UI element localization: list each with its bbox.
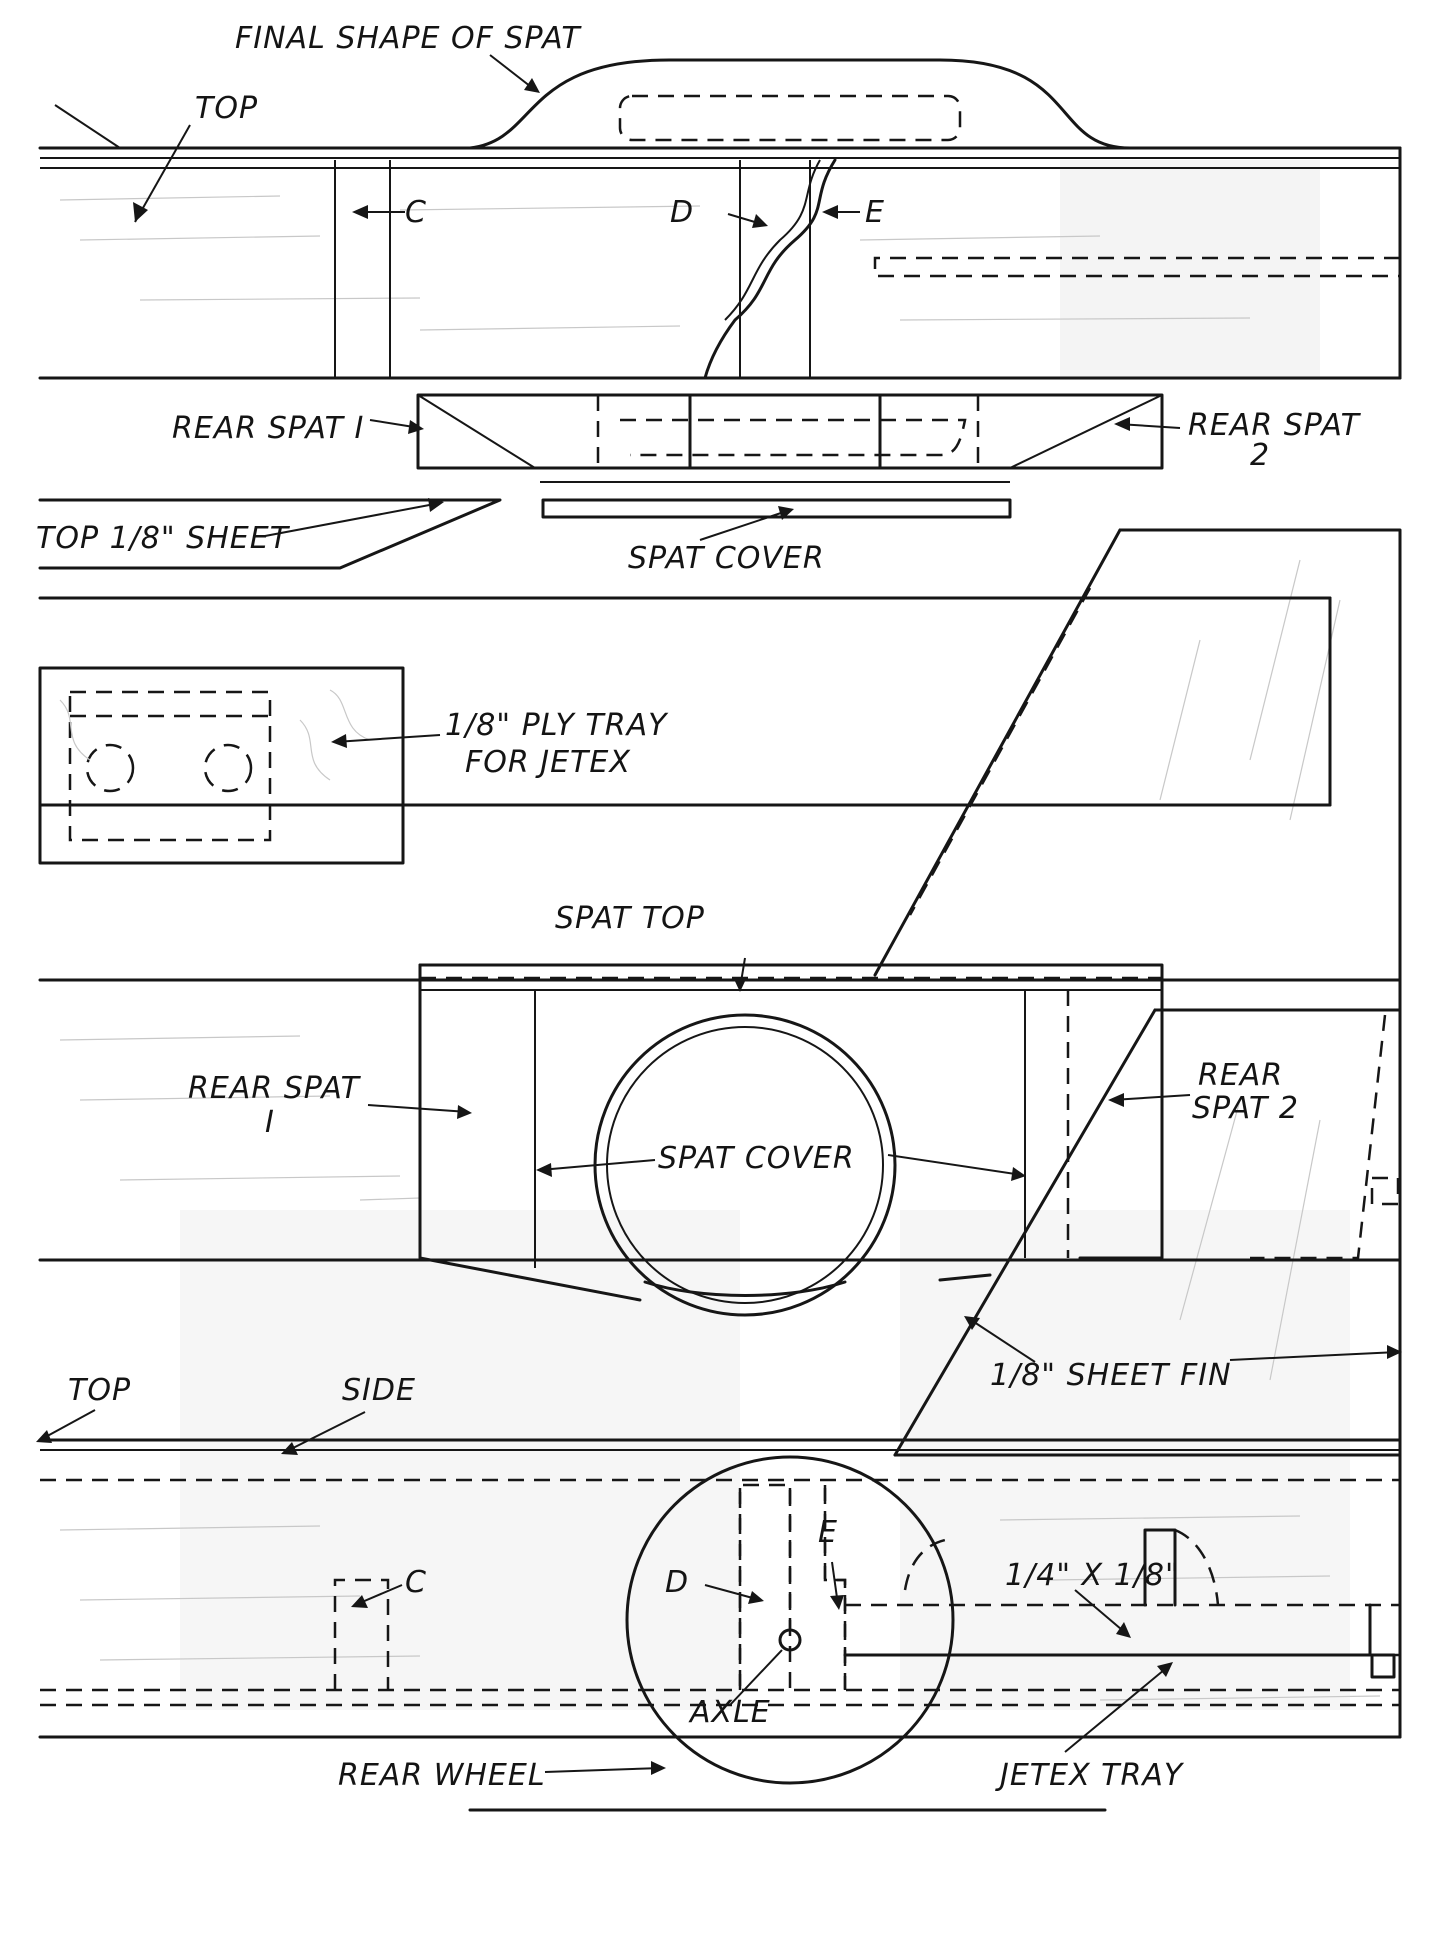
cutaway-break-line <box>703 158 837 380</box>
arrow-axle <box>729 1649 783 1706</box>
middle-spat-view <box>38 957 1402 1363</box>
arrow-spat-cover-upper <box>699 509 791 541</box>
label-rear-spat-2-upper-b: 2 <box>1250 438 1270 473</box>
label-d-upper: D <box>670 195 694 230</box>
arrow-top-upper <box>134 124 191 223</box>
rear-wheel-circle <box>625 1455 955 1785</box>
lower-side-view <box>36 1409 1402 1812</box>
arrow-top-lower <box>39 1409 96 1441</box>
rear-spat-1-piece <box>416 393 692 470</box>
spat-center-piece <box>688 393 882 470</box>
label-rear-spat-1-mid-b: I <box>265 1105 275 1140</box>
label-spat-cover-upper: SPAT COVER <box>628 541 825 576</box>
label-ply-tray-b: FOR JETEX <box>465 745 631 780</box>
label-rear-spat-2-upper-a: REAR SPAT <box>1188 408 1362 443</box>
upper-top-view <box>38 54 1402 380</box>
label-rear-spat-2-mid-b: SPAT 2 <box>1192 1091 1299 1126</box>
arrow-jetex-tray <box>1064 1664 1171 1753</box>
spat-top-outline <box>418 963 1164 1260</box>
arrow-spat-cover-mid-left <box>539 1159 656 1171</box>
mid-grain <box>59 1035 421 1201</box>
fin-dashed-edge <box>908 587 1092 916</box>
jetex-arc-dashed <box>903 1538 946 1591</box>
spat-final-shape-outline <box>468 58 1132 150</box>
arrow-ply-tray <box>334 734 441 743</box>
cutaway-break-line-inner <box>724 159 821 321</box>
spat-cover-lower-arc <box>643 1280 847 1297</box>
spat-strip-dashed-verticals <box>596 395 980 468</box>
top-sheet-piece <box>38 498 502 570</box>
rear-spat-1-outline <box>418 963 642 1302</box>
arrow-top-sheet <box>264 502 441 537</box>
formers-over-wheel-dashed <box>738 1488 847 1690</box>
label-strip-size: 1/4" X 1/8" <box>1005 1558 1180 1593</box>
label-rear-spat-1-upper: REAR SPAT I <box>172 411 364 446</box>
lower-grain <box>59 1515 1381 1701</box>
jetex-nozzle-stub <box>1370 1653 1396 1679</box>
ply-tray-band <box>38 596 1332 865</box>
label-top-sheet: TOP 1/8" SHEET <box>36 521 291 556</box>
former-d-dashed <box>738 1483 792 1690</box>
label-top-upper: TOP <box>195 91 258 126</box>
former-c-dashed <box>333 1578 390 1690</box>
arrow-rear-wheel <box>544 1767 663 1773</box>
rear-spat-2-diagonal <box>1009 394 1163 469</box>
wood-grain <box>59 195 1251 331</box>
arrow-sheet-fin-a <box>967 1317 1036 1363</box>
strip-vertical-piece <box>1143 1528 1177 1607</box>
fin-grain <box>1159 559 1341 1381</box>
strip-dashed-curve <box>1174 1528 1220 1606</box>
sheet-fin-outline <box>893 528 1402 1457</box>
arrow-side-lower <box>284 1411 366 1453</box>
spat-dashed-outline <box>618 94 962 142</box>
ply-tray-hole-1 <box>85 743 135 793</box>
label-rear-spat-2-mid-a: REAR <box>1198 1058 1283 1093</box>
background-print-through <box>180 160 1350 1710</box>
arrow-rear-spat-2-mid <box>1111 1094 1191 1101</box>
arrow-strip-size <box>1074 1589 1129 1636</box>
label-d-lower: D <box>665 1565 689 1600</box>
ply-tray-dashed-outline <box>68 690 272 842</box>
label-rear-spat-1-mid-a: REAR SPAT <box>188 1071 362 1106</box>
arrow-sheet-fin-b <box>1229 1351 1399 1361</box>
rear-spat-1-diagonal <box>417 394 536 469</box>
label-sheet-fin: 1/8" SHEET FIN <box>990 1358 1232 1393</box>
label-rear-wheel: REAR WHEEL <box>338 1758 546 1793</box>
labels: FINAL SHAPE OF SPAT TOP C D E REAR SPAT … <box>36 21 1362 1793</box>
fin-leading-edge-top <box>873 528 1122 977</box>
rear-spat-2-piece <box>878 393 1164 470</box>
label-final-shape: FINAL SHAPE OF SPAT <box>235 21 582 56</box>
spat-strip-dashed-outline <box>620 418 967 457</box>
label-e-lower: E <box>818 1515 838 1550</box>
rear-spat-2-dashed <box>1250 1014 1387 1260</box>
label-c-lower: C <box>405 1565 427 1600</box>
label-side-lower: SIDE <box>342 1373 416 1408</box>
ply-tray-piece <box>38 666 405 865</box>
ply-tray-hole-2 <box>203 743 253 793</box>
spat-cover-strip <box>541 498 1012 519</box>
label-jetex-tray: JETEX TRAY <box>995 1758 1185 1793</box>
arrow-rear-spat-1-mid <box>367 1104 469 1113</box>
label-spat-cover-mid: SPAT COVER <box>658 1141 855 1176</box>
label-axle: AXLE <box>688 1695 771 1730</box>
rear-spat-2-lower-tab <box>938 1273 992 1282</box>
label-top-lower: TOP <box>68 1373 131 1408</box>
label-c-upper: C <box>405 195 427 230</box>
label-ply-tray-a: 1/8" PLY TRAY <box>445 708 669 743</box>
label-spat-top: SPAT TOP <box>555 901 705 936</box>
arrow-spat-cover-mid-right <box>887 1154 1023 1176</box>
arrow-edge <box>54 104 121 149</box>
label-e-upper: E <box>865 195 885 230</box>
rear-spat-strip <box>38 393 1181 570</box>
fin-small-dashed-box <box>1370 1176 1400 1206</box>
arrow-final-shape <box>489 54 536 91</box>
jetex-slot-dashed <box>873 256 1400 278</box>
